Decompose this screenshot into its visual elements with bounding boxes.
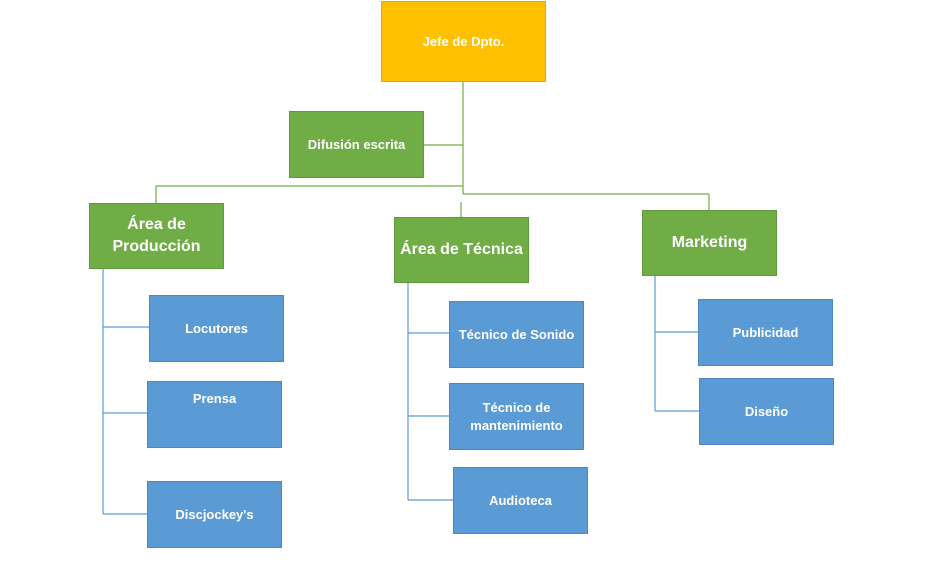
department-marketing-label: Marketing xyxy=(671,234,748,251)
unit-prensa-label: Prensa xyxy=(192,391,237,406)
unit-tecnico-sonido-box[interactable]: Técnico de Sonido xyxy=(449,301,584,368)
unit-tecnico-mantenimiento-label: Técnico de mantenimiento xyxy=(470,399,563,433)
department-production-box[interactable]: Área de Producción xyxy=(89,203,224,269)
unit-publicidad-box[interactable]: Publicidad xyxy=(698,299,833,366)
assistant-label: Difusión escrita xyxy=(307,136,406,152)
root-box[interactable]: Jefe de Dpto. xyxy=(381,1,546,82)
department-technical-box[interactable]: Área de Técnica xyxy=(394,217,529,283)
unit-diseno-label: Diseño xyxy=(744,403,789,419)
unit-tecnico-mantenimiento-box[interactable]: Técnico de mantenimiento xyxy=(449,383,584,450)
unit-locutores-box[interactable]: Locutores xyxy=(149,295,284,362)
unit-tecnico-sonido-label: Técnico de Sonido xyxy=(458,326,575,342)
unit-discjockeys-label: Discjockey's xyxy=(175,506,254,522)
root-label: Jefe de Dpto. xyxy=(422,33,505,49)
unit-prensa-box[interactable]: Prensa xyxy=(147,381,282,448)
unit-diseno-box[interactable]: Diseño xyxy=(699,378,834,445)
department-production-label: Área de Producción xyxy=(112,216,201,255)
unit-locutores-label: Locutores xyxy=(185,320,248,336)
unit-audioteca-label: Audioteca xyxy=(489,492,552,508)
unit-discjockeys-box[interactable]: Discjockey's xyxy=(147,481,282,548)
department-technical-label: Área de Técnica xyxy=(400,241,523,258)
department-marketing-box[interactable]: Marketing xyxy=(642,210,777,276)
unit-publicidad-label: Publicidad xyxy=(732,324,799,340)
unit-audioteca-box[interactable]: Audioteca xyxy=(453,467,588,534)
assistant-box[interactable]: Difusión escrita xyxy=(289,111,424,178)
